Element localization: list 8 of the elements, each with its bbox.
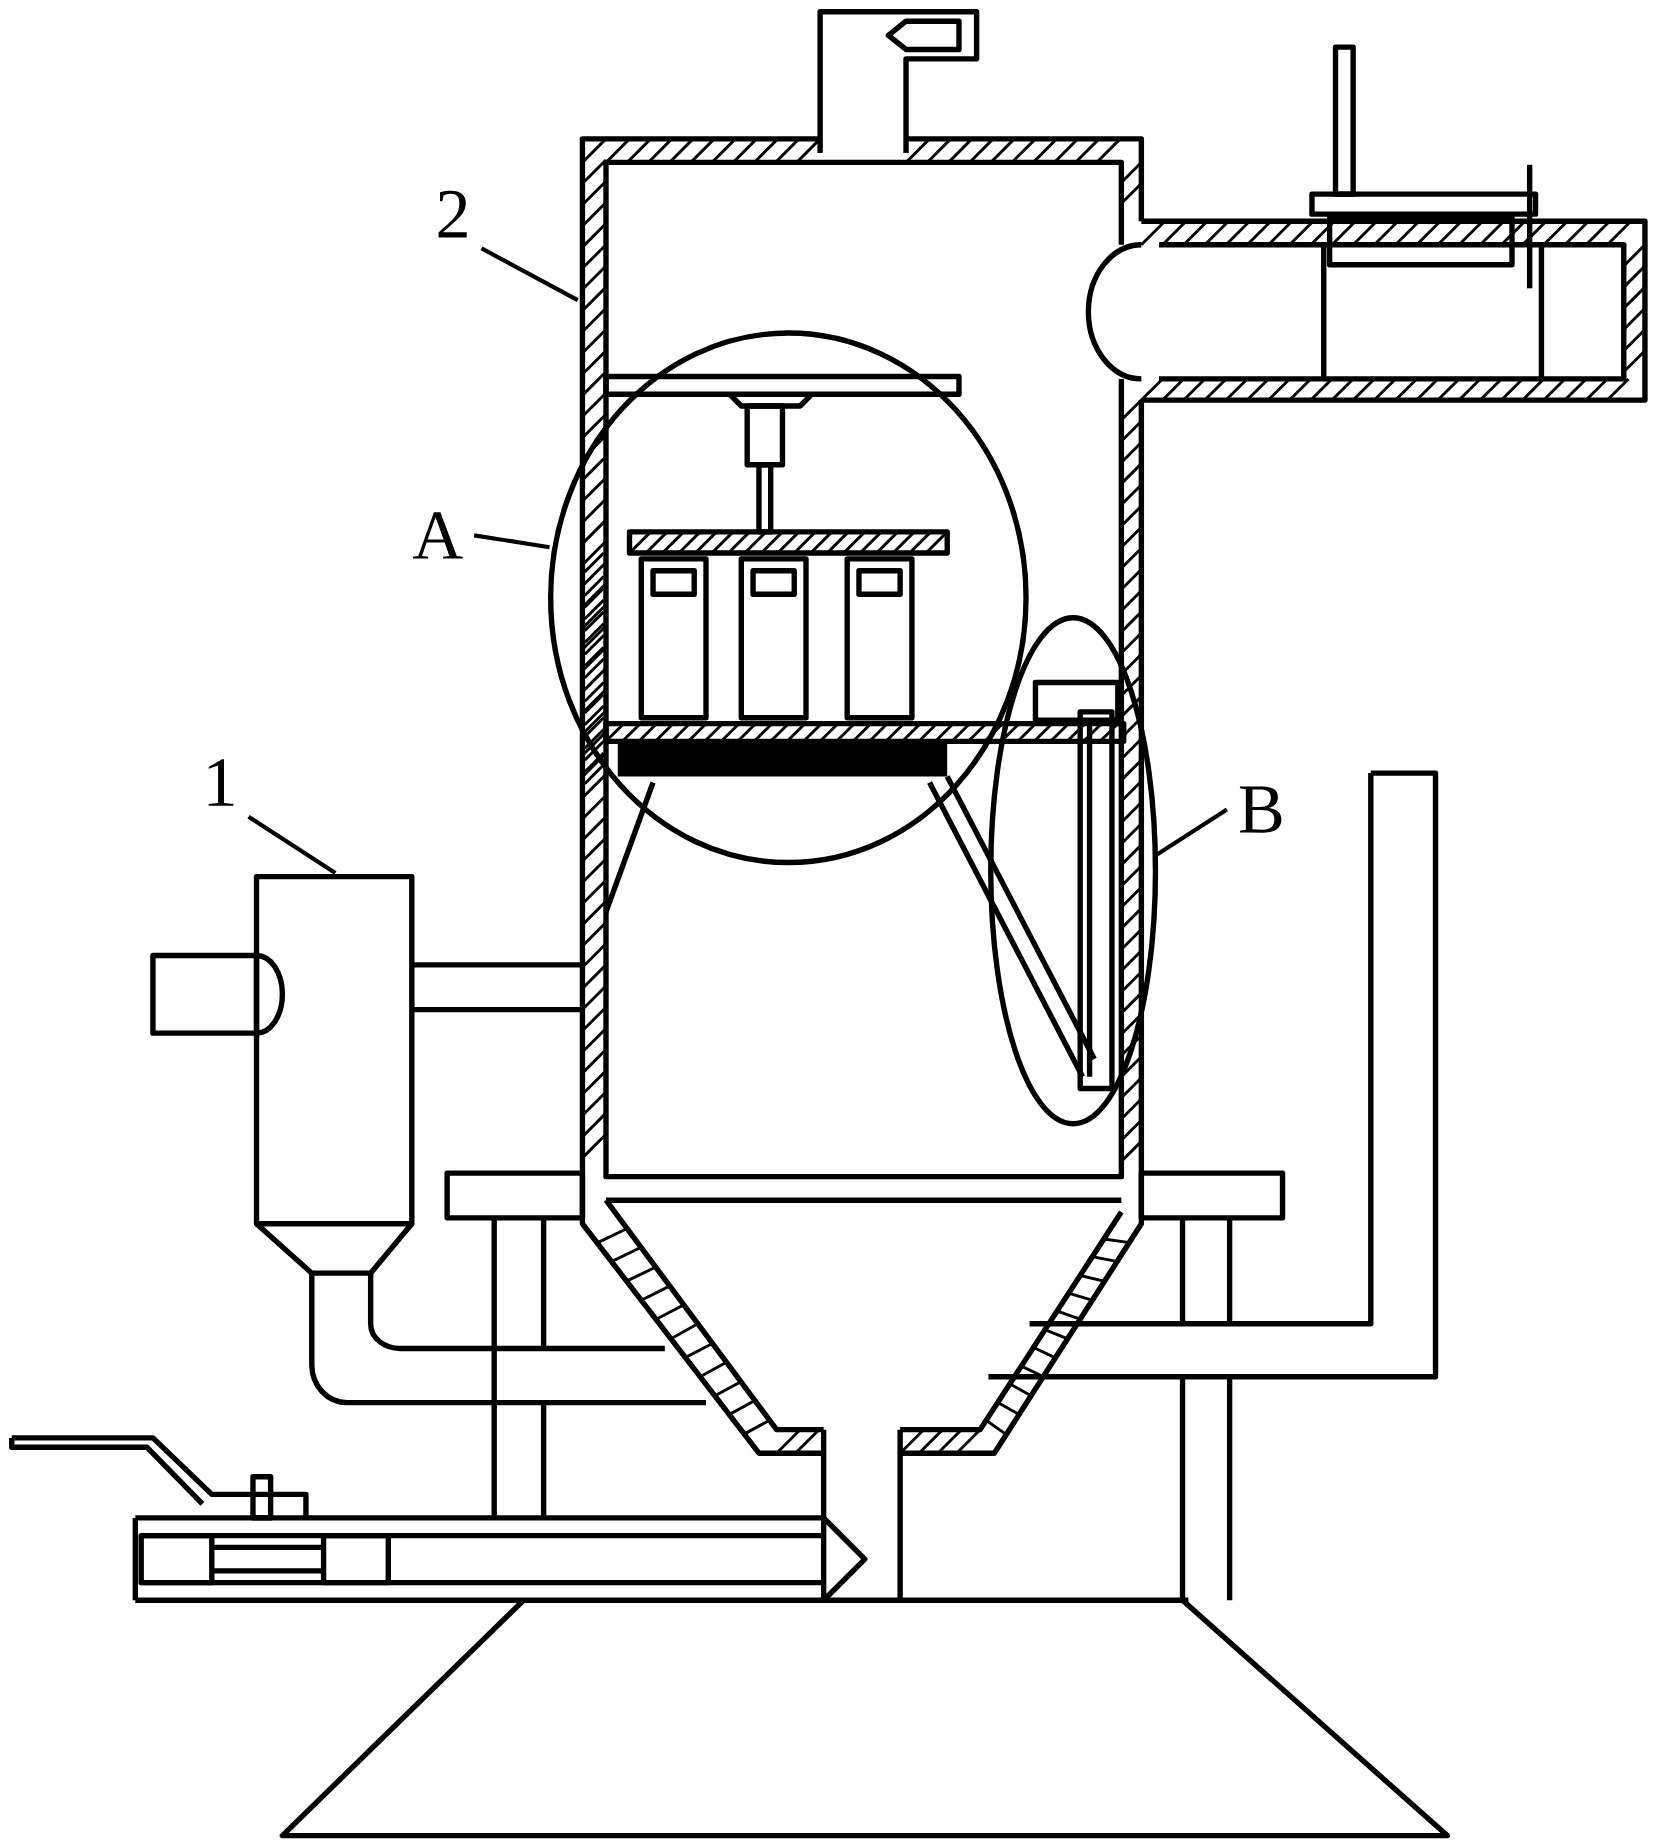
callout-number: 2: [438, 190, 467, 238]
leader-line: [480, 246, 579, 302]
callout-number: 1: [208, 759, 234, 806]
leader-line: [247, 814, 337, 875]
callout-number: A: [413, 512, 463, 559]
leader-line: [473, 533, 550, 550]
leader-line: [1154, 807, 1229, 858]
callout-number: B: [1239, 786, 1282, 833]
